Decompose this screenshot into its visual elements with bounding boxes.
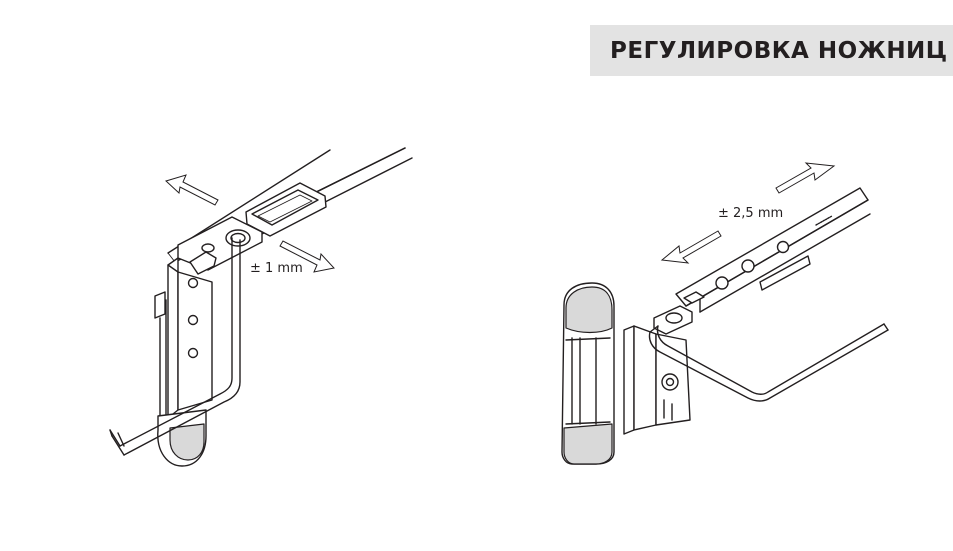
left-hinge-knuckle: [157, 409, 207, 467]
left-slot-latch: [245, 182, 327, 237]
left-adjustment-label: ± 1 mm: [250, 261, 303, 276]
left-hinge-plate: [154, 257, 213, 446]
right-allen-key: [648, 323, 889, 402]
right-hinge-drawing: ± 2,5 mm: [561, 162, 889, 465]
left-arrow-down-right: [279, 240, 335, 273]
right-adjustment-label: ± 2,5 mm: [718, 206, 783, 221]
right-hinge-bracket: [623, 305, 693, 435]
title-band: РЕГУЛИРОВКА НОЖНИЦ: [590, 25, 953, 76]
right-scissor-arm: [675, 187, 871, 313]
page-title: РЕГУЛИРОВКА НОЖНИЦ: [610, 37, 948, 64]
right-arrow-down-left: [660, 230, 722, 264]
right-frame-hinge: [561, 282, 615, 465]
right-arrow-up-right: [775, 162, 836, 194]
left-allen-key: [109, 237, 241, 456]
left-arrow-up-left: [165, 174, 219, 206]
left-hinge-drawing: ± 1 mm: [109, 147, 413, 467]
